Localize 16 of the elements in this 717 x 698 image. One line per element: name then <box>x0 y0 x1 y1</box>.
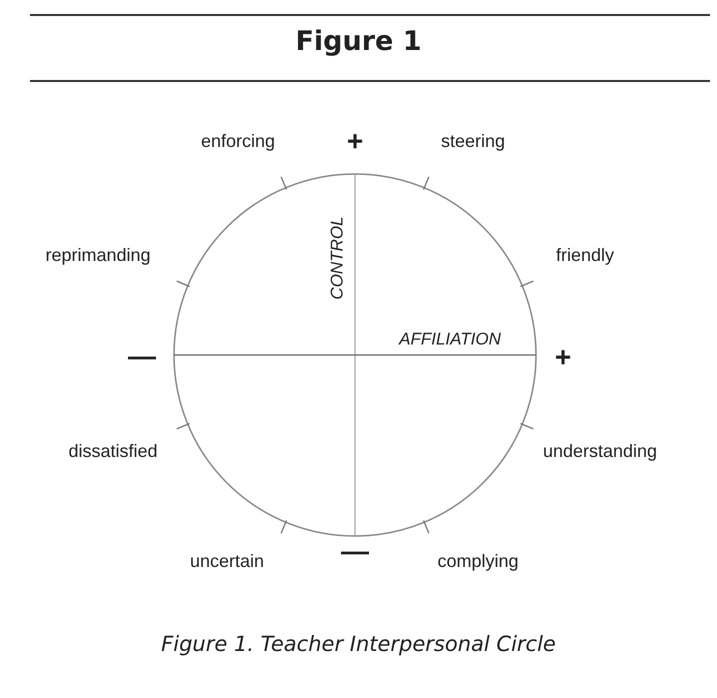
plus-sign: + <box>554 342 572 374</box>
octant-label: reprimanding <box>45 246 151 266</box>
minus-sign: — <box>341 536 369 568</box>
axis-label: CONTROL <box>328 216 348 300</box>
octant-label: friendly <box>556 246 614 266</box>
minus-sign: — <box>128 342 156 372</box>
octant-label: complying <box>437 552 519 572</box>
octant-label: steering <box>440 132 506 152</box>
figure-title: Figure 1 <box>294 26 423 57</box>
axis-label: AFFILIATION <box>399 330 501 350</box>
octant-label: enforcing <box>200 132 276 152</box>
octant-label: dissatisfied <box>68 442 158 462</box>
octant-label: understanding <box>542 442 658 462</box>
octant-label: uncertain <box>190 552 264 572</box>
figure-caption: Figure 1. Teacher Interpersonal Circle <box>160 632 557 656</box>
plus-sign: + <box>346 126 364 158</box>
